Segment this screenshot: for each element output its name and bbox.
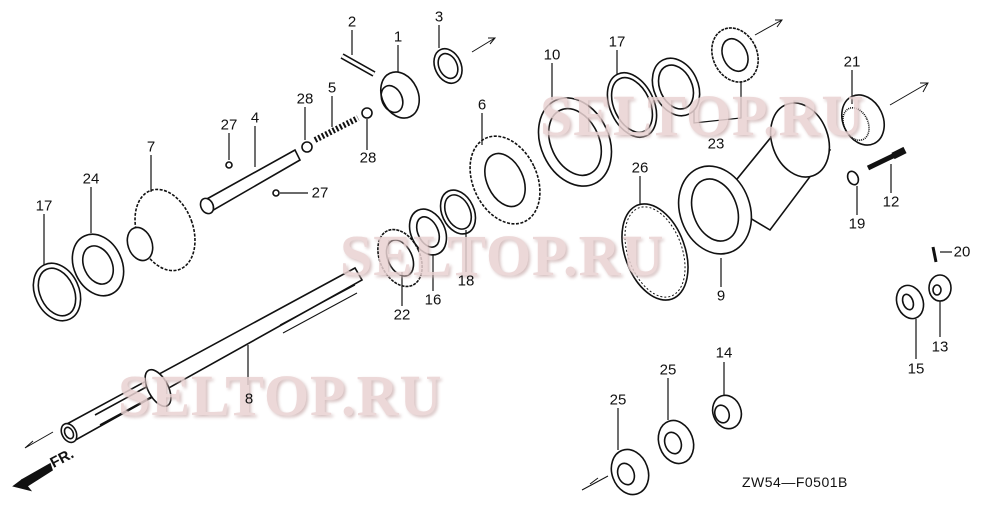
callout-7: 7	[146, 138, 156, 156]
part-propeller-shaft	[60, 266, 364, 444]
callout-4: 4	[250, 109, 260, 127]
callout-17: 17	[608, 33, 626, 51]
callout-27: 27	[220, 116, 238, 134]
callout-21: 21	[843, 53, 861, 71]
callout-1: 1	[393, 28, 403, 46]
callout-25: 25	[609, 391, 627, 409]
callout-14: 14	[715, 344, 733, 362]
callout-5: 5	[327, 79, 337, 97]
callout-3: 3	[434, 8, 444, 26]
callout-8: 8	[244, 390, 254, 408]
drawing-code: ZW54—F0501B	[742, 474, 848, 490]
callout-23: 23	[707, 135, 725, 153]
callout-25: 25	[659, 361, 677, 379]
callout-27: 27	[311, 184, 329, 202]
callout-13: 13	[931, 338, 949, 356]
callout-10: 10	[543, 46, 561, 64]
watermark: SELTOP.RU	[340, 223, 665, 288]
callout-24: 24	[82, 170, 100, 188]
callout-12: 12	[882, 193, 900, 211]
callout-15: 15	[907, 360, 925, 378]
callout-6: 6	[477, 96, 487, 114]
callout-20: 20	[953, 243, 971, 261]
watermark: SELTOP.RU	[540, 83, 865, 148]
callout-28: 28	[296, 90, 314, 108]
callout-22: 22	[393, 306, 411, 324]
callout-9: 9	[716, 287, 726, 305]
watermark: SELTOP.RU	[118, 363, 443, 428]
front-arrow-icon	[20, 462, 53, 488]
callout-16: 16	[424, 291, 442, 309]
callout-28: 28	[359, 149, 377, 167]
callout-2: 2	[347, 13, 357, 31]
callout-18: 18	[457, 272, 475, 290]
callout-19: 19	[848, 215, 866, 233]
callout-26: 26	[631, 159, 649, 177]
callout-17: 17	[35, 197, 53, 215]
